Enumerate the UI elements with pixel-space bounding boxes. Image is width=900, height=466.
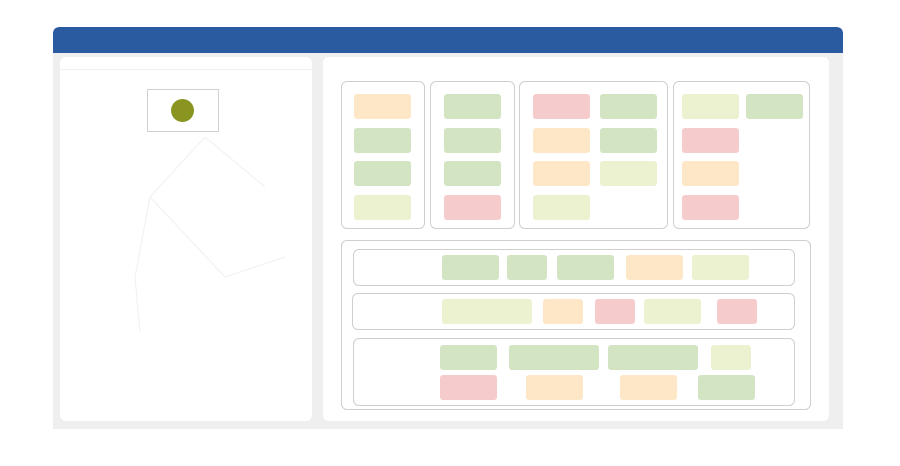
task-card[interactable]: [444, 195, 501, 220]
board-panel: [323, 57, 829, 421]
task-card[interactable]: [444, 161, 501, 186]
task-card[interactable]: [682, 94, 739, 119]
task-card[interactable]: [507, 255, 547, 280]
task-card[interactable]: [557, 255, 614, 280]
task-card[interactable]: [533, 128, 590, 153]
board-column-1: [341, 81, 425, 229]
title-bar: [53, 27, 843, 53]
task-card[interactable]: [600, 94, 657, 119]
task-card[interactable]: [533, 94, 590, 119]
user-avatar-icon[interactable]: [171, 99, 194, 122]
swimlane-group: [341, 240, 811, 410]
profile-card[interactable]: [147, 89, 219, 132]
swimlane-2: [352, 293, 795, 330]
task-card[interactable]: [533, 195, 590, 220]
task-card[interactable]: [354, 195, 411, 220]
task-card[interactable]: [440, 345, 497, 370]
task-card[interactable]: [442, 299, 532, 324]
task-card[interactable]: [526, 375, 583, 400]
task-card[interactable]: [682, 161, 739, 186]
task-card[interactable]: [440, 375, 497, 400]
board-column-4: [673, 81, 810, 229]
task-card[interactable]: [354, 128, 411, 153]
sidebar-panel: [60, 57, 312, 421]
board-column-2: [430, 81, 515, 229]
task-card[interactable]: [354, 161, 411, 186]
faded-tree-diagram: [134, 137, 286, 333]
task-card[interactable]: [746, 94, 803, 119]
task-card[interactable]: [692, 255, 749, 280]
task-card[interactable]: [626, 255, 683, 280]
task-card[interactable]: [644, 299, 701, 324]
task-card[interactable]: [595, 299, 635, 324]
task-card[interactable]: [533, 161, 590, 186]
task-card[interactable]: [600, 161, 657, 186]
app-window: [53, 27, 843, 429]
task-card[interactable]: [620, 375, 677, 400]
task-card[interactable]: [682, 128, 739, 153]
task-card[interactable]: [543, 299, 583, 324]
task-card[interactable]: [444, 94, 501, 119]
sidebar-header: [60, 57, 312, 70]
board-column-3: [519, 81, 668, 229]
task-card[interactable]: [711, 345, 751, 370]
task-card[interactable]: [442, 255, 499, 280]
task-card[interactable]: [354, 94, 411, 119]
swimlane-3: [353, 338, 795, 406]
task-card[interactable]: [608, 345, 698, 370]
task-card[interactable]: [717, 299, 757, 324]
task-card[interactable]: [509, 345, 599, 370]
task-card[interactable]: [682, 195, 739, 220]
task-card[interactable]: [444, 128, 501, 153]
task-card[interactable]: [600, 128, 657, 153]
task-card[interactable]: [698, 375, 755, 400]
swimlane-1: [353, 249, 795, 286]
